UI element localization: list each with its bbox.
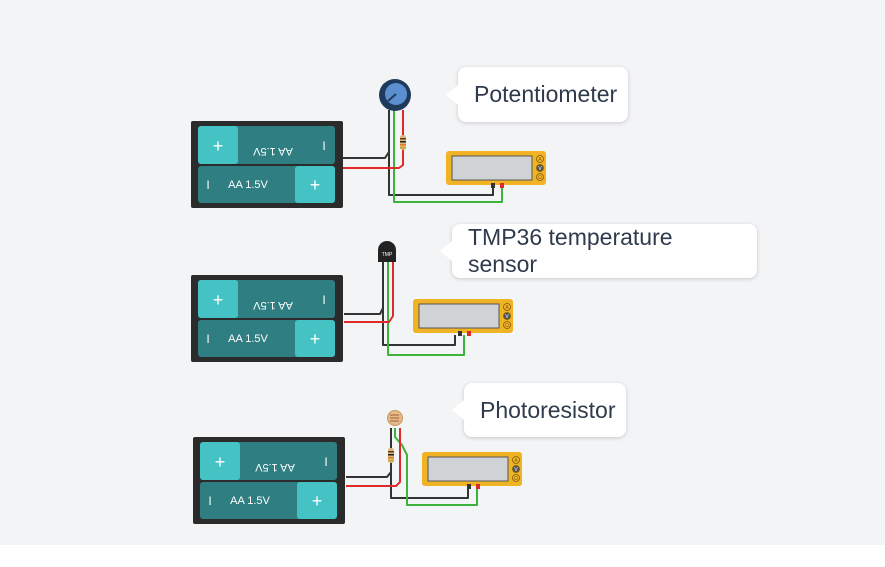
mode-label: Ω xyxy=(514,476,518,482)
battery-plus-end xyxy=(295,320,335,357)
resistor-band xyxy=(388,451,394,453)
mode-label: V xyxy=(514,467,518,473)
mode-dial-2[interactable] xyxy=(536,173,544,181)
callout-label: Photoresistor xyxy=(480,396,616,423)
wire-green xyxy=(394,428,478,506)
wire-red xyxy=(346,428,401,487)
battery-label: AA 1.5V xyxy=(252,299,292,311)
circuit-potentiometer: + AA 1.5V I + AA 1.5V I AVΩ xyxy=(191,79,546,208)
battery-label: AA 1.5V xyxy=(252,145,292,157)
mode-dial-0[interactable] xyxy=(512,456,520,464)
mode-label: A xyxy=(538,157,542,163)
callout-tmp36: TMP36 temperature sensor xyxy=(440,224,757,278)
plus-sign: + xyxy=(310,329,321,349)
battery-label: AA 1.5V xyxy=(230,495,270,507)
probe-com xyxy=(491,183,495,188)
tmp36-body[interactable] xyxy=(378,241,396,262)
minus-sign: I xyxy=(206,178,209,192)
resistor xyxy=(400,135,406,150)
wire-black xyxy=(343,110,390,159)
multimeter[interactable]: AVΩ xyxy=(446,151,546,188)
wire-green xyxy=(393,110,503,203)
battery-plus-end xyxy=(198,280,238,318)
mode-label: A xyxy=(514,458,518,464)
resistor xyxy=(388,448,394,463)
circuit-photoresistor: + AA 1.5V I + AA 1.5V I AVΩ xyxy=(193,410,522,524)
resistor-band xyxy=(388,454,394,456)
probe-com xyxy=(467,484,471,489)
resistor-band xyxy=(400,138,406,140)
probe-com xyxy=(458,331,462,336)
resistor-band xyxy=(388,457,394,459)
plus-sign: + xyxy=(213,136,224,156)
multimeter[interactable]: AVΩ xyxy=(422,452,522,489)
battery-plus-end xyxy=(200,442,240,480)
resistor-band xyxy=(400,141,406,143)
potentiometer-pointer xyxy=(387,93,397,102)
minus-sign: I xyxy=(206,332,209,346)
wire-black xyxy=(344,262,384,315)
battery-label: AA 1.5V xyxy=(228,179,268,191)
plus-sign: + xyxy=(312,491,323,511)
mode-dial-2[interactable] xyxy=(503,321,511,329)
multimeter-display xyxy=(427,456,509,482)
multimeter-display xyxy=(451,155,533,181)
mode-label: A xyxy=(505,305,509,311)
wire-green xyxy=(387,262,465,356)
battery-plus-end xyxy=(297,482,337,519)
minus-sign: I xyxy=(208,494,211,508)
wire-red xyxy=(344,262,394,323)
photoresistor-track xyxy=(390,414,399,422)
multimeter-display xyxy=(418,303,500,329)
battery-holder[interactable]: + AA 1.5V I + AA 1.5V I xyxy=(191,121,343,208)
plus-sign: + xyxy=(215,452,226,472)
mode-label: Ω xyxy=(505,323,509,329)
mode-label: Ω xyxy=(538,175,542,181)
battery-plus-end xyxy=(295,166,335,203)
wire-black xyxy=(382,308,456,346)
wire-black xyxy=(388,152,494,196)
plus-sign: + xyxy=(310,175,321,195)
mode-label: V xyxy=(538,166,542,172)
probe-v xyxy=(476,484,480,489)
multimeter[interactable]: AVΩ xyxy=(413,299,513,336)
tmp36-label: TMP xyxy=(382,252,393,258)
resistor-band xyxy=(400,144,406,146)
mode-dial-2[interactable] xyxy=(512,474,520,482)
circuit-tmp36: + AA 1.5V I + AA 1.5V I AVΩ TMP xyxy=(191,241,513,362)
callout-photoresistor: Photoresistor xyxy=(452,383,626,437)
probe-v xyxy=(500,183,504,188)
battery-label: AA 1.5V xyxy=(254,461,294,473)
battery-holder[interactable]: + AA 1.5V I + AA 1.5V I xyxy=(193,437,345,524)
mode-dial-1[interactable] xyxy=(503,312,511,320)
probe-v xyxy=(467,331,471,336)
callout-label: Potentiometer xyxy=(474,81,618,107)
mode-dial-0[interactable] xyxy=(536,155,544,163)
callout-potentiometer: Potentiometer xyxy=(446,67,628,122)
resistor-band xyxy=(400,147,406,149)
plus-sign: + xyxy=(213,290,224,310)
mode-dial-1[interactable] xyxy=(512,465,520,473)
minus-sign: I xyxy=(324,455,327,469)
resistor-band xyxy=(388,460,394,462)
minus-sign: I xyxy=(322,139,325,153)
mode-dial-0[interactable] xyxy=(503,303,511,311)
mode-label: V xyxy=(505,314,509,320)
battery-holder[interactable]: + AA 1.5V I + AA 1.5V I xyxy=(191,275,343,362)
battery-label: AA 1.5V xyxy=(228,333,268,345)
mode-dial-1[interactable] xyxy=(536,164,544,172)
minus-sign: I xyxy=(322,293,325,307)
wire-black xyxy=(346,428,392,478)
callout-label: TMP36 temperature sensor xyxy=(468,224,673,277)
battery-plus-end xyxy=(198,126,238,164)
